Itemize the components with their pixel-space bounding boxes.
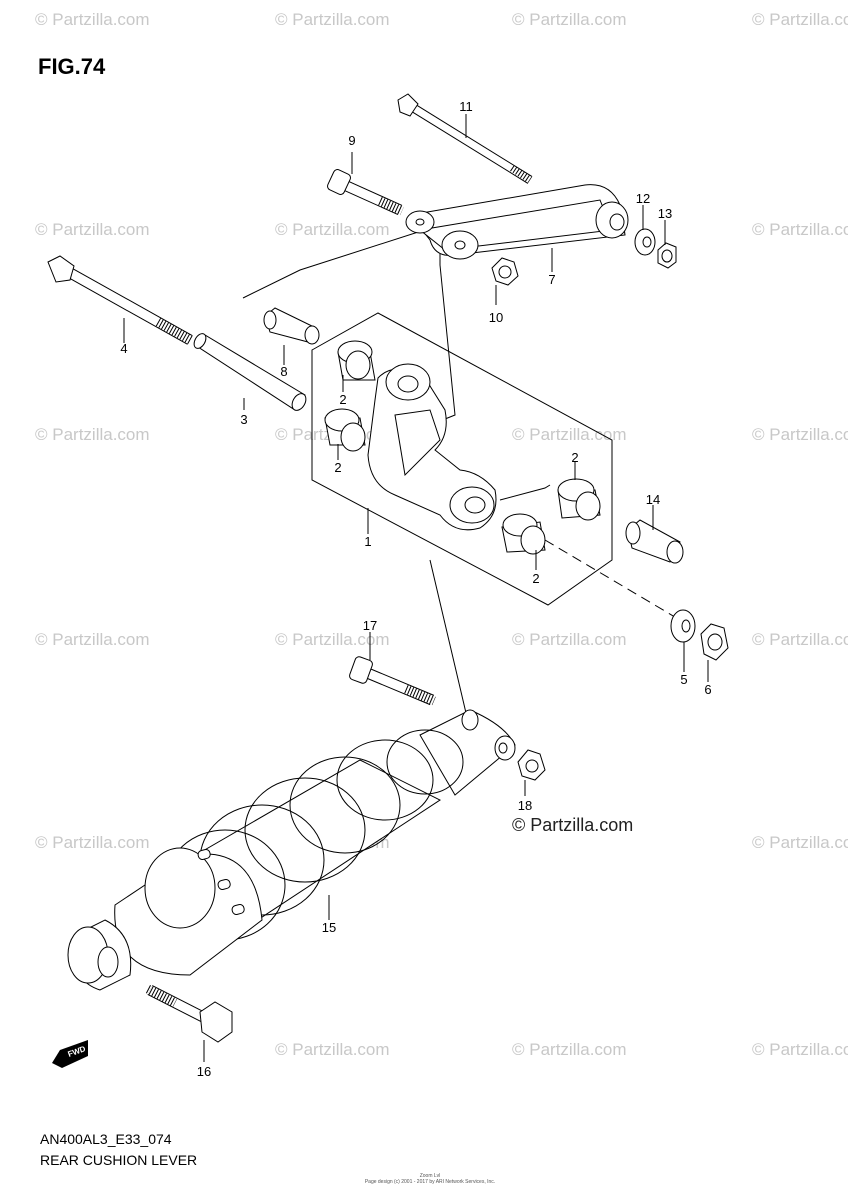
watermark: © Partzilla.com xyxy=(275,1040,390,1059)
callout-leaders xyxy=(123,114,709,1062)
callout-1: 1 xyxy=(364,534,371,549)
shock-absorber-15 xyxy=(67,709,516,991)
callout-12: 12 xyxy=(636,191,650,206)
partzilla-watermark: © Partzilla.com xyxy=(512,815,634,835)
bolt-9 xyxy=(327,169,404,216)
watermark: © Partzilla.com xyxy=(35,833,150,852)
callout-16: 16 xyxy=(197,1064,211,1079)
watermark: © Partzilla.com xyxy=(512,630,627,649)
link-rod-7 xyxy=(405,184,629,260)
callout-2: 2 xyxy=(334,460,341,475)
watermark: © Partzilla.com xyxy=(512,10,627,29)
bolt-16 xyxy=(145,985,233,1043)
watermark: © Partzilla.com xyxy=(512,425,627,444)
callout-18: 18 xyxy=(518,798,532,813)
diagram-code: AN400AL3_E33_074 xyxy=(40,1131,172,1147)
nut-10 xyxy=(491,257,519,286)
watermark: © Partzilla.com xyxy=(752,833,848,852)
watermark: © Partzilla.com xyxy=(752,425,848,444)
callout-6: 6 xyxy=(704,682,711,697)
bolt-4 xyxy=(47,255,195,345)
spacer-8 xyxy=(263,307,320,345)
watermark: © Partzilla.com xyxy=(275,10,390,29)
footer-line-2: Page design (c) 2001 - 2017 by ARI Netwo… xyxy=(364,1179,496,1185)
callout-11: 11 xyxy=(459,99,473,114)
bearing-2-right-top xyxy=(557,478,601,521)
footer-line-1: Zoom Lvl xyxy=(419,1173,441,1179)
callout-numbers: 1 2 2 2 2 3 4 5 6 7 8 9 10 11 12 13 14 1… xyxy=(120,99,711,1079)
callout-2: 2 xyxy=(532,571,539,586)
cushion-lever-1 xyxy=(367,363,497,531)
callout-7: 7 xyxy=(548,272,555,287)
watermark: © Partzilla.com xyxy=(35,425,150,444)
watermark: © Partzilla.com xyxy=(752,630,848,649)
watermark: © Partzilla.com xyxy=(752,10,848,29)
callout-4: 4 xyxy=(120,341,127,356)
callout-2: 2 xyxy=(571,450,578,465)
callout-13: 13 xyxy=(658,206,672,221)
bearing-2-top xyxy=(337,340,376,381)
spacer-14 xyxy=(625,519,684,564)
callout-14: 14 xyxy=(646,492,660,507)
watermark: © Partzilla.com xyxy=(752,1040,848,1059)
nut-18 xyxy=(517,749,546,781)
lever-assembly-box xyxy=(311,312,613,606)
bearing-2-right-bottom xyxy=(501,513,546,555)
page-footer: Zoom Lvl Page design (c) 2001 - 2017 by … xyxy=(360,1173,500,1185)
watermark: © Partzilla.com xyxy=(752,220,848,239)
watermark: © Partzilla.com xyxy=(35,220,150,239)
diagram-name: REAR CUSHION LEVER xyxy=(40,1152,198,1168)
callout-17: 17 xyxy=(363,618,377,633)
callout-2: 2 xyxy=(339,392,346,407)
callout-9: 9 xyxy=(348,133,355,148)
watermark: © Partzilla.com xyxy=(35,10,150,29)
watermark: © Partzilla.com xyxy=(275,630,390,649)
bearing-2-mid xyxy=(324,408,366,452)
fwd-arrow-icon: FWD xyxy=(52,1040,88,1068)
callout-15: 15 xyxy=(322,920,336,935)
figure-title: FIG.74 xyxy=(38,54,106,79)
watermark: © Partzilla.com xyxy=(275,220,390,239)
nut-13 xyxy=(657,242,677,269)
callout-10: 10 xyxy=(489,310,503,325)
bolt-17 xyxy=(349,656,436,706)
washer-5 xyxy=(670,609,696,643)
nut-6 xyxy=(700,623,729,661)
washer-12 xyxy=(634,228,656,256)
callout-3: 3 xyxy=(240,412,247,427)
bolt-11 xyxy=(397,93,533,184)
watermark: © Partzilla.com xyxy=(35,630,150,649)
callout-5: 5 xyxy=(680,672,687,687)
watermark: © Partzilla.com xyxy=(512,1040,627,1059)
callout-8: 8 xyxy=(280,364,287,379)
sleeve-3 xyxy=(193,333,307,411)
